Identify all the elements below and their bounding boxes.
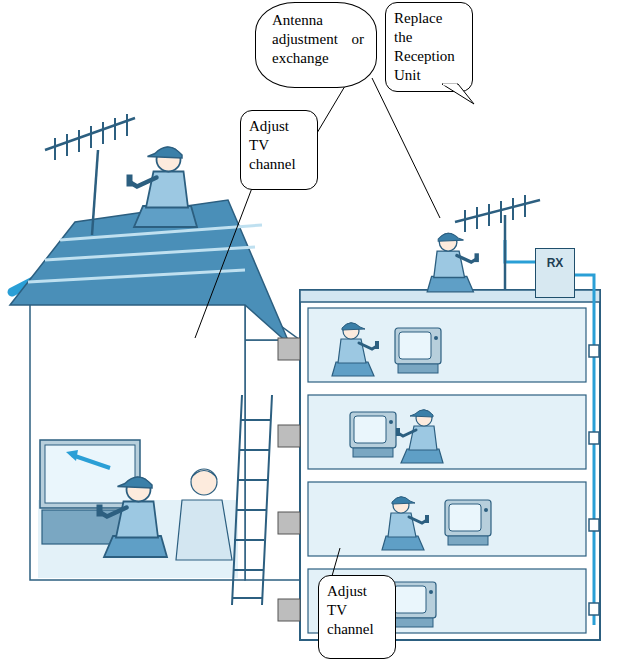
node-text: Adjust TV channel xyxy=(249,117,309,174)
callout-box: Adjust TV channel xyxy=(318,575,396,659)
node-text: RX xyxy=(547,254,564,273)
receiver-box: RX xyxy=(535,248,575,298)
callout-box: Adjust TV channel xyxy=(240,110,318,190)
speech-bubble: Antenna adjustment or exchange xyxy=(255,2,377,88)
node-text: Antenna adjustment or exchange xyxy=(272,11,364,68)
speech-bubble: Replace the Reception Unit xyxy=(385,2,473,92)
node-text: Adjust TV channel xyxy=(327,582,387,639)
node-text: Replace the Reception Unit xyxy=(394,9,464,85)
